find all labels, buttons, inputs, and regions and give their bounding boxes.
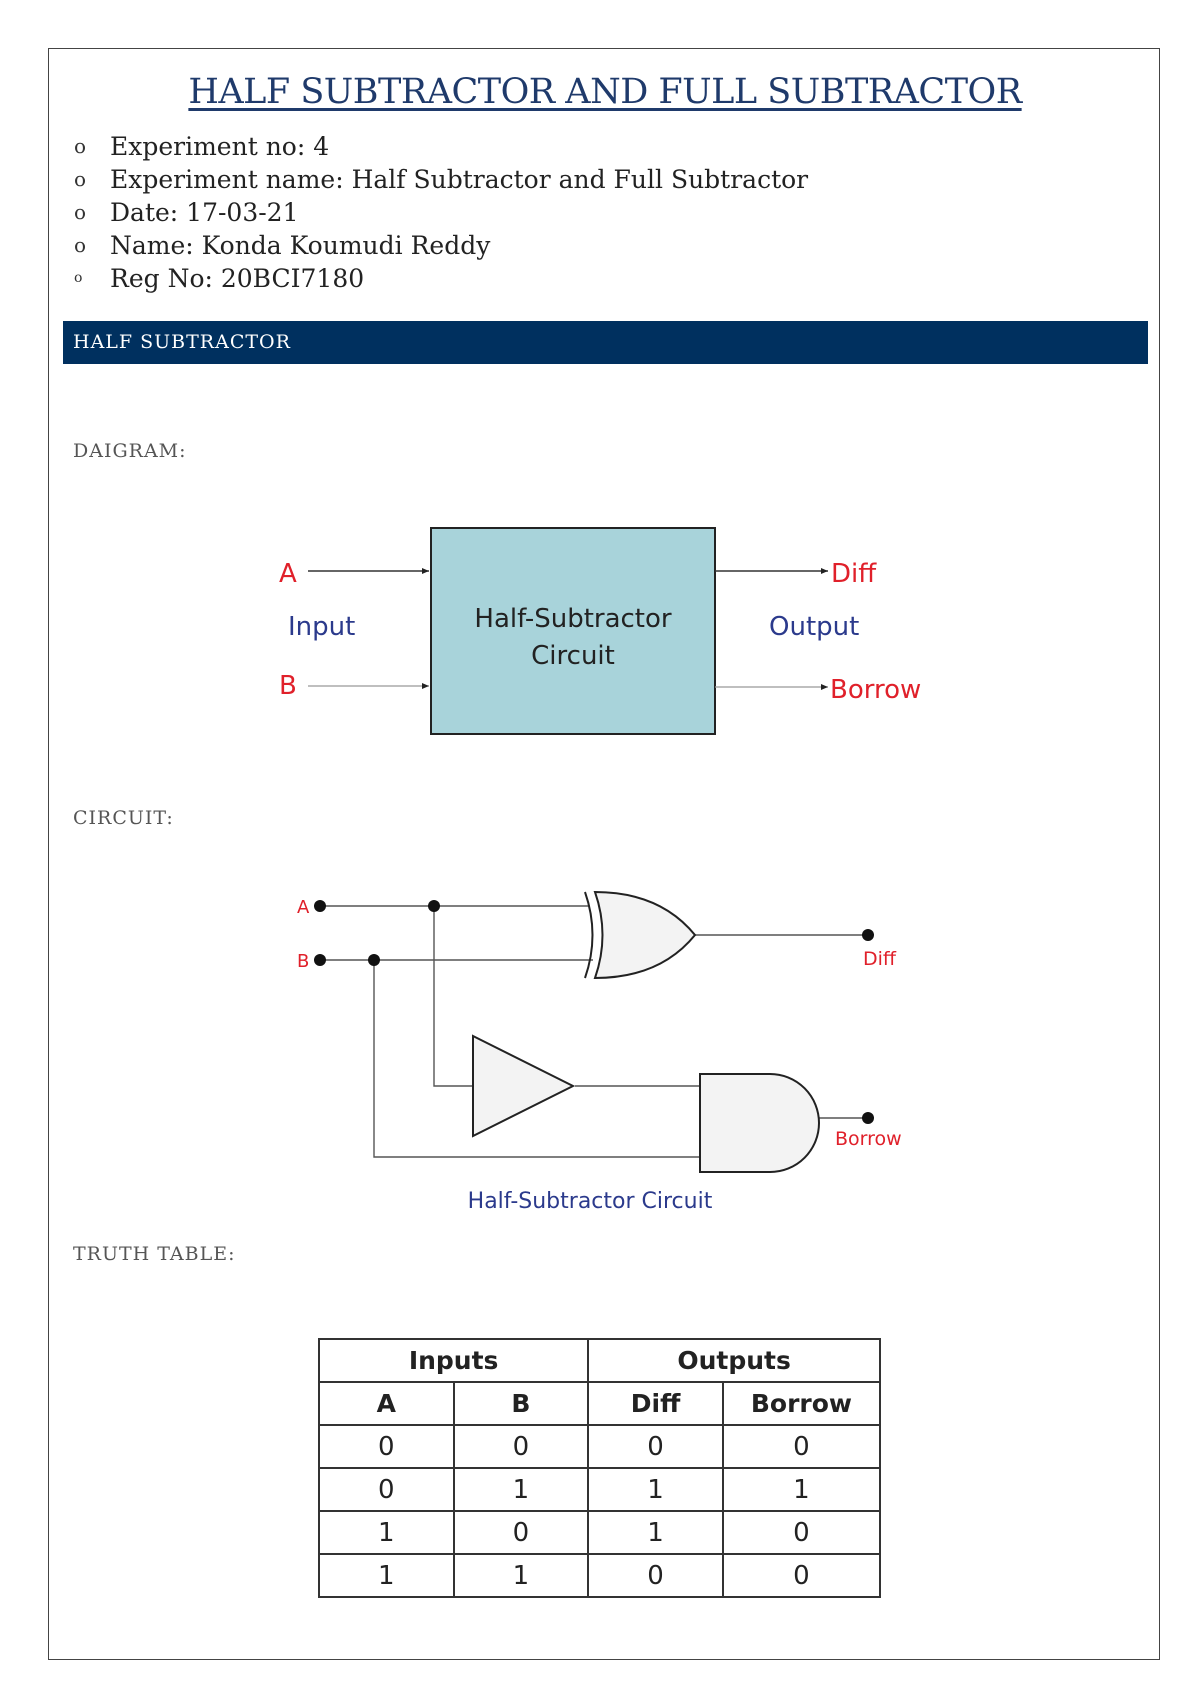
circuit-output-diff: Diff [863,948,897,970]
outputs-group-header: Outputs [587,1338,881,1383]
logic-circuit: A B Diff Borrow Half-Subtractor Circuit [297,890,902,1214]
table-cell: 0 [587,1424,724,1469]
block-diagram: A B Input Half-Subtractor Circuit Output… [279,527,921,735]
block-input-label: Input [288,612,355,642]
block-input-a: A [279,559,297,589]
half-subtractor-box [430,527,716,735]
bullet-icon: o [74,134,87,158]
junction-a [428,900,440,912]
table-cell: 1 [587,1510,724,1555]
block-title-line2: Circuit [531,641,615,671]
table-row: 0 1 1 1 [318,1467,882,1512]
junction-b [368,954,380,966]
table-group-header-row: Inputs Outputs [317,1338,881,1383]
table-cell: 1 [587,1467,724,1512]
circuit-output-borrow: Borrow [835,1128,902,1150]
inputs-group-header: Inputs [317,1338,590,1383]
bullet-icon: o [74,233,87,257]
column-header-b: B [452,1381,590,1426]
bullet-icon: o [74,200,87,224]
wire-a-to-not [433,906,472,1087]
column-header-a: A [318,1381,455,1426]
truth-table: Inputs Outputs A B Diff Borrow 0 0 0 0 0… [317,1338,882,1598]
table-cell: 0 [587,1553,724,1598]
table-cell: 0 [721,1510,882,1555]
table-cell: 0 [318,1467,455,1512]
table-header-row: A B Diff Borrow [318,1381,882,1426]
block-output-diff: Diff [831,559,877,589]
bullet-icon: o [74,270,83,286]
block-title-line1: Half-Subtractor [474,604,672,634]
wire-b-to-and [373,960,700,1158]
terminal-borrow [862,1112,874,1124]
page-title: HALF SUBTRACTOR AND FULL SUBTRACTOR [188,72,1022,112]
circuit-caption: Half-Subtractor Circuit [468,1189,713,1214]
xor-gate [593,890,697,980]
block-output-borrow: Borrow [830,675,921,705]
table-cell: 1 [318,1510,455,1555]
table-cell: 1 [721,1467,882,1512]
truth-table-label: TRUTH TABLE: [73,1243,236,1265]
diagram-label: DAIGRAM: [73,440,187,462]
block-output-label: Output [769,612,859,642]
table-cell: 0 [452,1424,590,1469]
and-gate [699,1073,820,1173]
table-cell: 0 [721,1553,882,1598]
block-input-b: B [279,671,297,701]
table-cell: 0 [721,1424,882,1469]
table-cell: 1 [318,1553,455,1598]
xor-gate-back-curve [584,891,594,979]
section-header: HALF SUBTRACTOR [63,321,1148,364]
table-cell: 1 [452,1553,590,1598]
table-cell: 1 [452,1467,590,1512]
circuit-input-a: A [297,897,310,918]
terminal-a [314,900,326,912]
not-gate [472,1034,576,1138]
table-row: 0 0 0 0 [318,1424,882,1469]
terminal-diff [862,929,874,941]
table-cell: 0 [318,1424,455,1469]
table-row: 1 1 0 0 [318,1553,882,1598]
circuit-input-b: B [297,951,309,972]
table-cell: 0 [452,1510,590,1555]
page-border [48,48,1160,1660]
column-header-diff: Diff [587,1381,724,1426]
table-row: 1 0 1 0 [318,1510,882,1555]
column-header-borrow: Borrow [721,1381,882,1426]
circuit-label: CIRCUIT: [73,807,174,829]
terminal-b [314,954,326,966]
bullet-icon: o [74,167,87,191]
